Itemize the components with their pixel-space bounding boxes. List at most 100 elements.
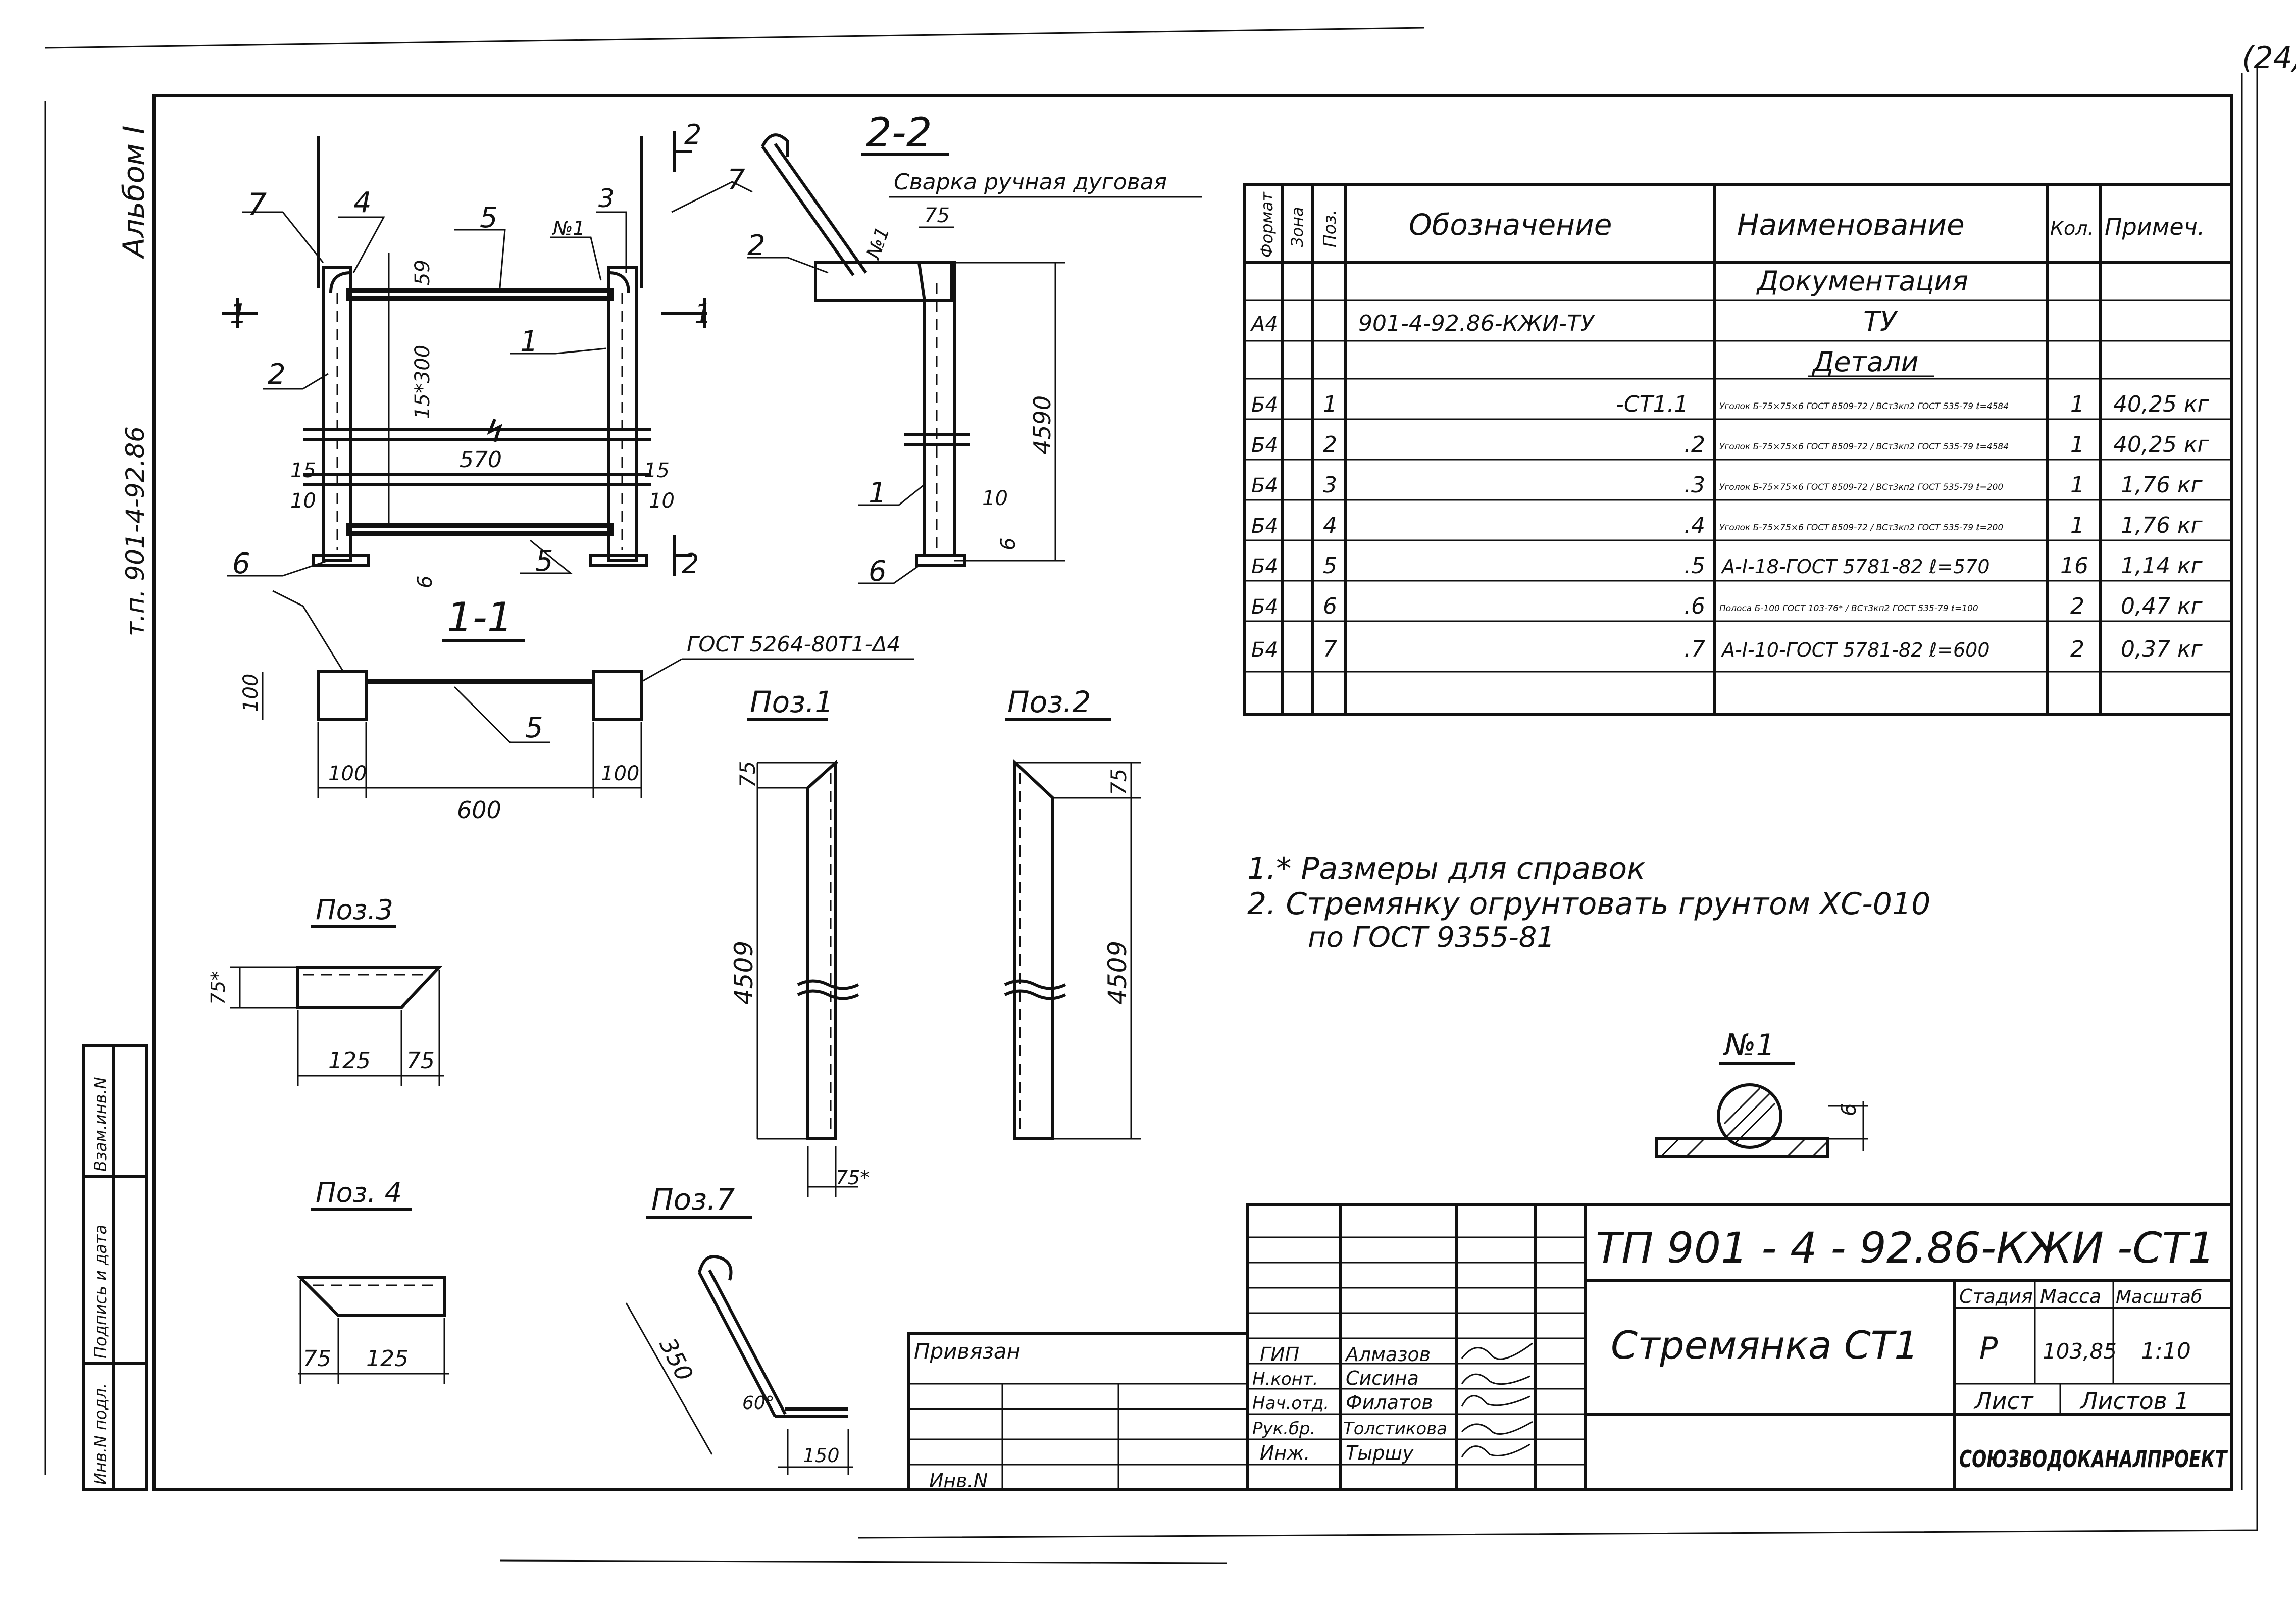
- name-sisina: Сисина: [1346, 1367, 1419, 1389]
- row4-qty: 1: [2070, 432, 2084, 458]
- row1-name: ТУ: [1863, 306, 1898, 337]
- th-name: Наименование: [1737, 208, 1965, 242]
- main-label-5a: 5: [480, 202, 498, 234]
- main-label-4: 4: [353, 186, 372, 219]
- s22-dim-4590: 4590: [1029, 395, 1056, 455]
- cut-mark-1b: 1: [694, 298, 711, 330]
- stamp-inv-podl: Инв.N подл.: [91, 1383, 110, 1485]
- s11-dim-600: 600: [457, 796, 501, 824]
- main-label-7b: 7: [727, 164, 745, 196]
- row6-format: Б4: [1251, 515, 1278, 538]
- note-1: 1.* Размеры для справок: [1247, 851, 1645, 886]
- role-gip: ГИП: [1260, 1343, 1299, 1366]
- table-row: Б4 1 -СТ1.1 Уголок Б-75×75×6 ГОСТ 8509-7…: [1251, 391, 2210, 417]
- poz7-title: Поз.7: [651, 1182, 735, 1217]
- poz4-dim-125: 125: [366, 1346, 409, 1372]
- row9-note: 0,37 кг: [2121, 636, 2203, 662]
- weld-note: Сварка ручная дуговая: [894, 169, 1167, 195]
- table-row: Б4 7 .7 А-I-10-ГОСТ 5781-82 ℓ=600 2 0,37…: [1251, 636, 2203, 662]
- s11-dim-100-left: 100: [328, 762, 367, 785]
- poz2-detail: Поз.2 75 4509: [1004, 685, 1141, 1140]
- cut-mark-1a: 1: [230, 298, 247, 330]
- poz7-dim-150: 150: [803, 1444, 840, 1467]
- th-pos: Поз.: [1320, 210, 1340, 247]
- role-nkont: Н.конт.: [1252, 1369, 1318, 1389]
- row8-qty: 2: [2070, 593, 2084, 619]
- table-row: Б4 2 .2 Уголок Б-75×75×6 ГОСТ 8509-72 / …: [1251, 432, 2210, 458]
- row3-pos: 1: [1323, 391, 1337, 417]
- main-label-1: 1: [520, 325, 538, 358]
- name-filatov: Филатов: [1346, 1391, 1433, 1414]
- s22-label-6: 6: [869, 555, 887, 588]
- main-dim-59: 59: [411, 260, 434, 285]
- row4-format: Б4: [1251, 434, 1278, 457]
- sheets-label: Листов 1: [2079, 1387, 2189, 1415]
- row9-designation: .7: [1684, 636, 1705, 662]
- scale-value: 1:10: [2141, 1338, 2191, 1364]
- stamp-vzam: Взам.инв.N: [91, 1077, 110, 1172]
- poz7-dim-60: 60°: [742, 1393, 775, 1414]
- signature-1: [1461, 1342, 1533, 1360]
- section-2-2: 2-2 Сварка ручная дуговая 2 №1 1 6 75 45…: [747, 109, 1202, 588]
- poz3-dim-75: 75: [406, 1048, 435, 1074]
- album-label: Альбом I: [117, 126, 151, 260]
- row7-designation: .5: [1684, 553, 1705, 579]
- row5-format: Б4: [1251, 474, 1278, 497]
- row6-name: Уголок Б-75×75×6 ГОСТ 8509-72 / ВСт3кп2 …: [1719, 523, 2003, 533]
- row6-qty: 1: [2070, 513, 2084, 538]
- row7-note: 1,14 кг: [2121, 553, 2203, 579]
- row1-format: А4: [1250, 313, 1278, 336]
- row5-designation: .3: [1684, 472, 1705, 498]
- row9-qty: 2: [2070, 636, 2084, 662]
- main-dim-6: 6: [414, 576, 437, 588]
- row6-designation: .4: [1684, 513, 1705, 538]
- role-rukbr: Рук.бр.: [1252, 1419, 1315, 1439]
- th-note: Примеч.: [2105, 213, 2205, 240]
- s22-dim-6: 6: [997, 538, 1020, 550]
- name-tolstikova: Толстикова: [1343, 1419, 1447, 1439]
- row8-note: 0,47 кг: [2121, 593, 2203, 619]
- name-almazov: Алмазов: [1344, 1343, 1431, 1366]
- signature-3: [1461, 1395, 1530, 1407]
- poz3-title: Поз.3: [316, 894, 393, 926]
- signature-5: [1461, 1443, 1530, 1457]
- section-2-2-title: 2-2: [866, 109, 932, 156]
- main-label-n1: №1: [552, 217, 585, 239]
- poz1-title: Поз.1: [750, 685, 833, 719]
- row4-note: 40,25 кг: [2113, 432, 2210, 458]
- s11-dim-100-right: 100: [601, 762, 639, 785]
- poz4-dim-75: 75: [303, 1346, 331, 1372]
- section-1-1: 1-1 ГОСТ 5264-80Т1-Δ4 5 100 100 100 600: [239, 590, 914, 824]
- side-code: т.п. 901-4-92.86: [121, 426, 150, 636]
- note-2b: по ГОСТ 9355-81: [1308, 921, 1555, 954]
- th-designation: Обозначение: [1409, 208, 1612, 242]
- poz2-dim-75: 75: [1106, 769, 1131, 795]
- section-1-1-title: 1-1: [447, 594, 513, 641]
- row9-format: Б4: [1251, 638, 1278, 662]
- th-zone: Зона: [1288, 207, 1307, 247]
- table-row: Б4 3 .3 Уголок Б-75×75×6 ГОСТ 8509-72 / …: [1251, 472, 2203, 498]
- main-dim-15a: 15: [290, 459, 316, 482]
- row7-pos: 5: [1323, 553, 1337, 579]
- doc-code: ТП 901 - 4 - 92.86-КЖИ -СТ1: [1596, 1223, 2215, 1273]
- s22-label-1: 1: [869, 477, 887, 510]
- title-block: Привязан Инв.N ТП 901 - 4 - 92.86-КЖИ -С…: [907, 1203, 2233, 1492]
- row9-pos: 7: [1323, 636, 1337, 662]
- row0-name: Документация: [1756, 265, 1968, 297]
- row3-qty: 1: [2070, 391, 2084, 417]
- s22-dim-75: 75: [924, 204, 950, 227]
- stage-value: Р: [1979, 1331, 1998, 1366]
- cut-mark-2b: 2: [682, 548, 699, 580]
- main-dim-10a: 10: [290, 489, 316, 513]
- poz2-dim-4509: 4509: [1103, 941, 1132, 1005]
- stage-label: Стадия: [1959, 1285, 2033, 1307]
- row6-pos: 4: [1323, 513, 1337, 538]
- side-stamps: Инв.N подл. Подпись и дата Взам.инв.N: [82, 1044, 148, 1491]
- org-name: СОЮЗВОДОКАНАЛПРОЕКТ: [1959, 1445, 2228, 1473]
- mass-label: Масса: [2040, 1285, 2101, 1307]
- doc-name: Стремянка СТ1: [1611, 1323, 1919, 1368]
- row8-designation: .6: [1684, 593, 1705, 619]
- main-dim-15b: 15: [644, 459, 670, 482]
- row8-pos: 6: [1323, 593, 1337, 619]
- row5-qty: 1: [2070, 472, 2084, 498]
